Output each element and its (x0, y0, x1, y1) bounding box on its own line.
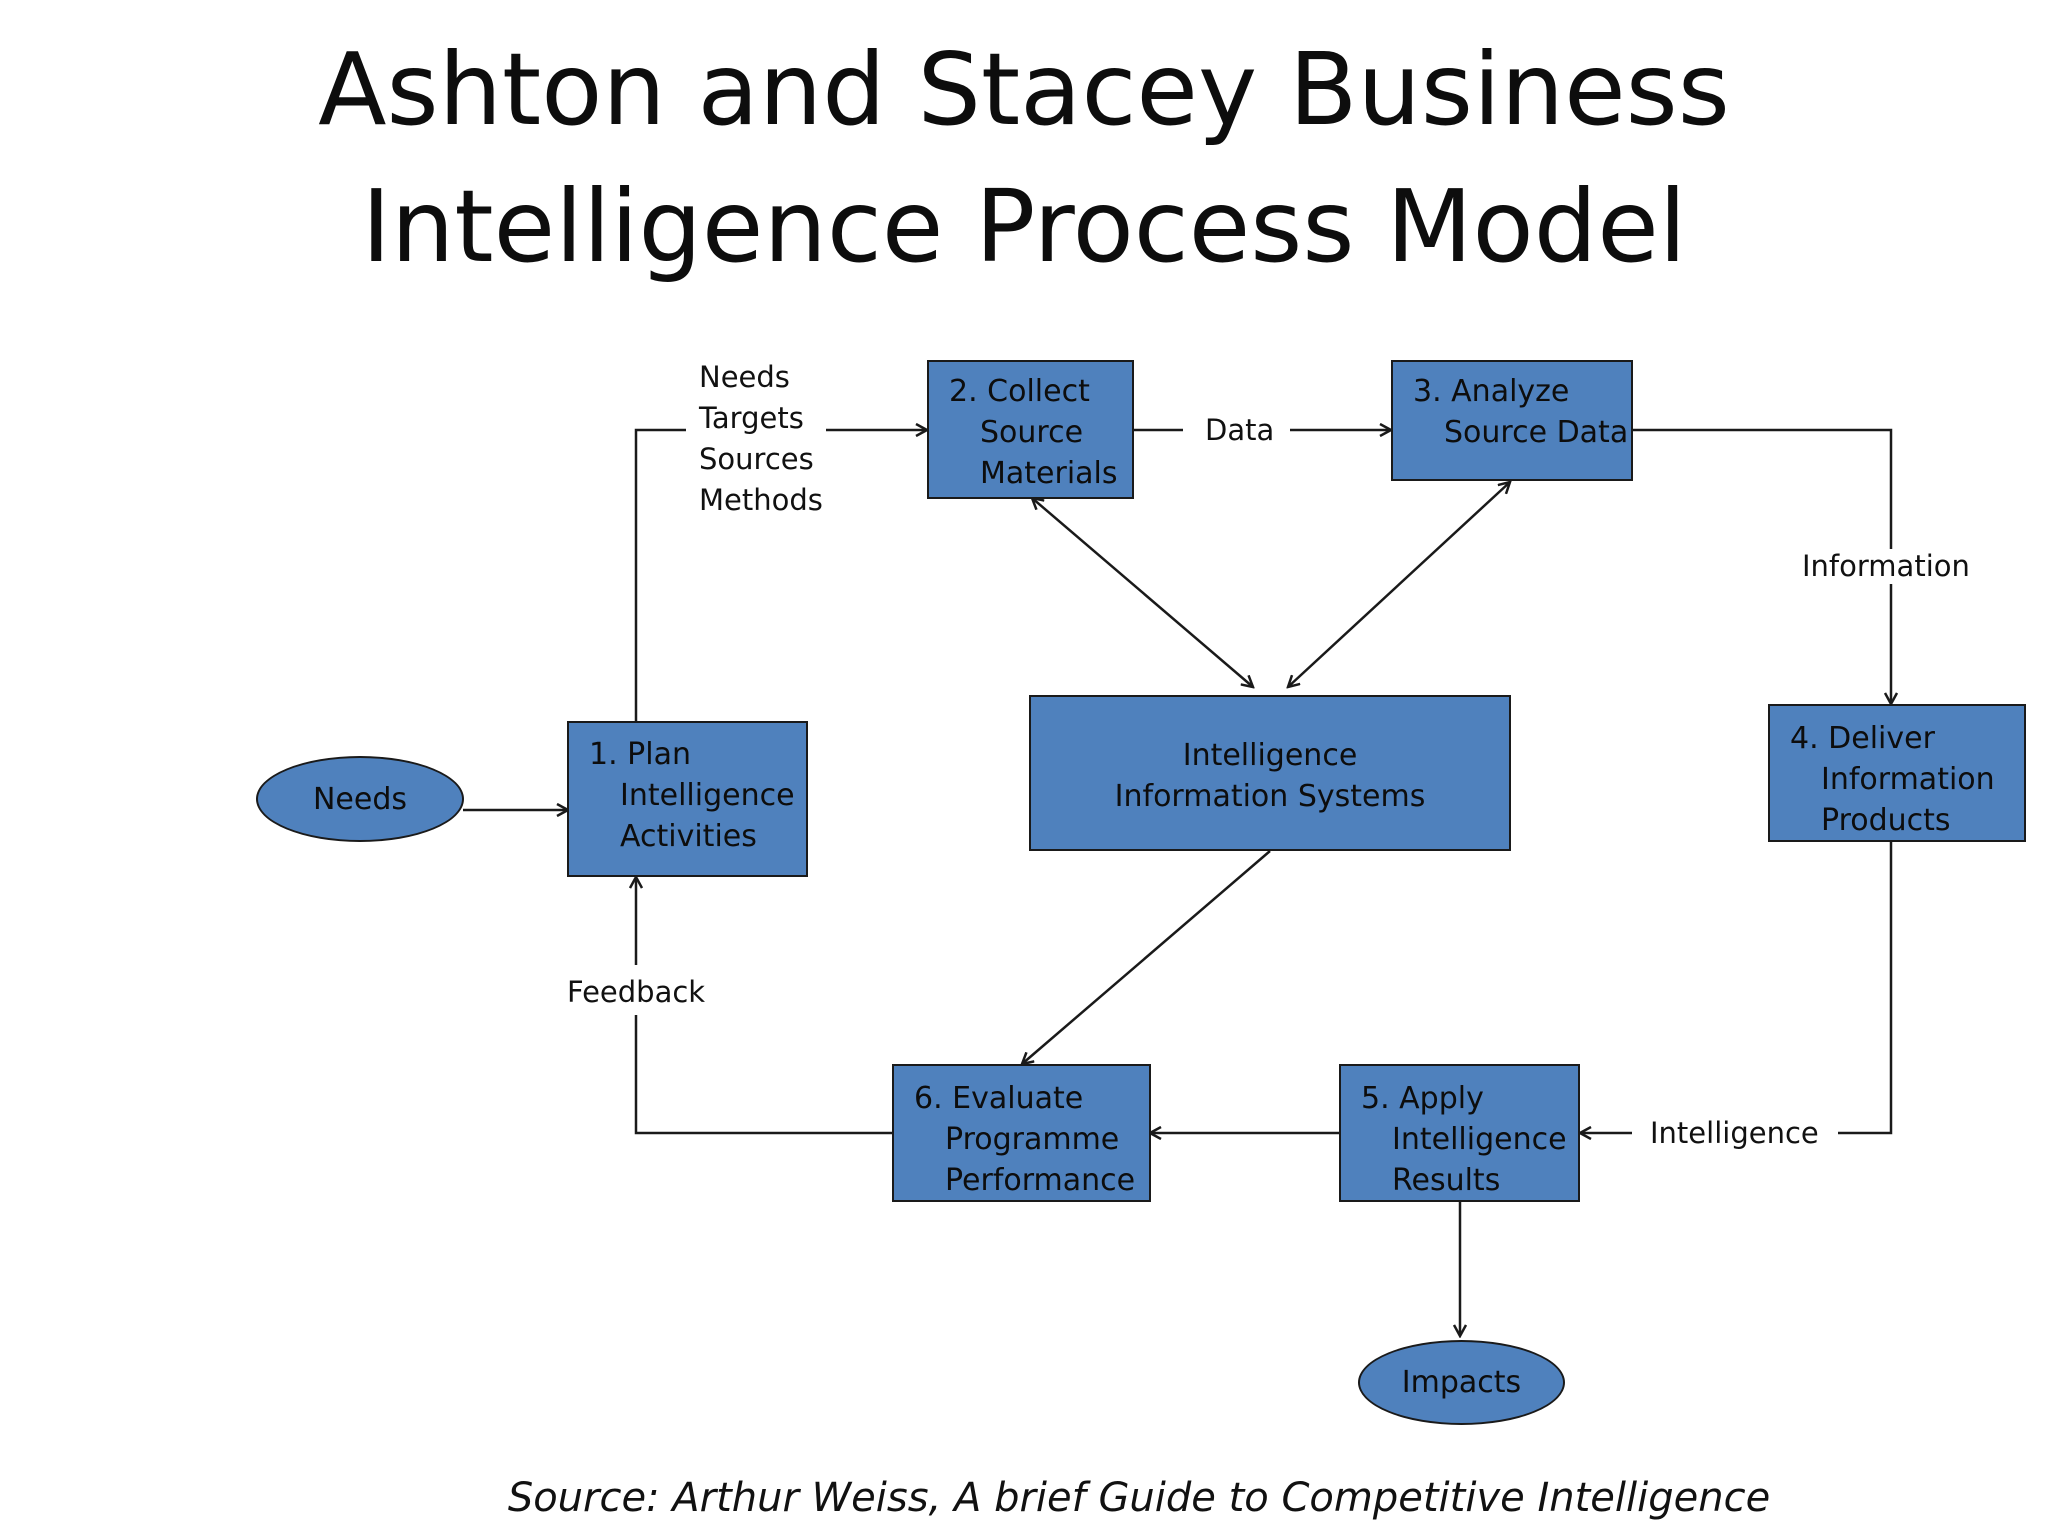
arrow-deliver-to-apply (1838, 842, 1893, 1135)
systems-line-1: Intelligence (1182, 738, 1358, 773)
collect-materials-box: 2. Collect Source Materials (927, 360, 1134, 499)
deliver-line-3: Products (1821, 803, 1951, 838)
plan-output-targets: Targets (699, 401, 804, 435)
apply-results-box: 5. Apply Intelligence Results (1339, 1064, 1580, 1202)
feedback-label: Feedback (567, 975, 706, 1009)
collect-step-label: 2. Collect (949, 374, 1090, 409)
diagram-title-line-2: Intelligence Process Model (361, 168, 1687, 285)
collect-line-2: Source (980, 415, 1084, 450)
source-citation: Source: Arthur Weiss, A brief Guide to C… (507, 1475, 1771, 1521)
apply-line-3: Results (1392, 1163, 1501, 1198)
arrow-systems-to-evaluate (1022, 850, 1271, 1064)
arrow-plan-to-collect (634, 428, 686, 721)
evaluate-line-3: Performance (945, 1163, 1136, 1198)
arrow-evaluate-feedback (634, 1015, 892, 1135)
apply-step-label: 5. Apply (1361, 1081, 1484, 1116)
analyze-data-box: 3. Analyze Source Data (1391, 360, 1633, 481)
impacts-node-label: Impacts (1401, 1365, 1522, 1400)
deliver-line-2: Information (1821, 762, 1995, 797)
plan-output-sources: Sources (699, 442, 814, 476)
analyze-step-label: 3. Analyze (1413, 374, 1570, 409)
deliver-step-label: 4. Deliver (1790, 721, 1935, 756)
arrow-collect-systems (1032, 498, 1253, 687)
arrow-analyze-systems (1288, 482, 1510, 687)
diagram-title-line-1: Ashton and Stacey Business (318, 31, 1730, 148)
intelligence-label: Intelligence (1650, 1116, 1819, 1150)
deliver-products-box: 4. Deliver Information Products (1768, 704, 2026, 842)
plan-line-3: Activities (620, 819, 757, 854)
needs-node-label: Needs (312, 781, 408, 817)
information-label: Information (1802, 549, 1970, 583)
needs-node: Needs (256, 756, 464, 842)
systems-line-2: Information Systems (1114, 779, 1426, 814)
plan-output-methods: Methods (699, 483, 823, 517)
information-systems-box: Intelligence Information Systems (1029, 695, 1511, 851)
plan-output-needs: Needs (699, 360, 790, 394)
data-label: Data (1205, 413, 1275, 447)
apply-line-2: Intelligence (1392, 1122, 1567, 1157)
plan-line-2: Intelligence (620, 778, 795, 813)
plan-activities-box: 1. Plan Intelligence Activities (567, 721, 808, 877)
analyze-line-2: Source Data (1444, 415, 1629, 450)
arrow-analyze-to-deliver (1633, 428, 1893, 549)
evaluate-step-label: 6. Evaluate (914, 1081, 1084, 1116)
impacts-node: Impacts (1358, 1340, 1565, 1425)
evaluate-performance-box: 6. Evaluate Programme Performance (892, 1064, 1151, 1202)
plan-step-label: 1. Plan (589, 737, 691, 772)
plan-outputs-label: Needs Targets Sources Methods (699, 357, 823, 521)
evaluate-line-2: Programme (945, 1122, 1120, 1157)
collect-line-3: Materials (980, 456, 1118, 491)
